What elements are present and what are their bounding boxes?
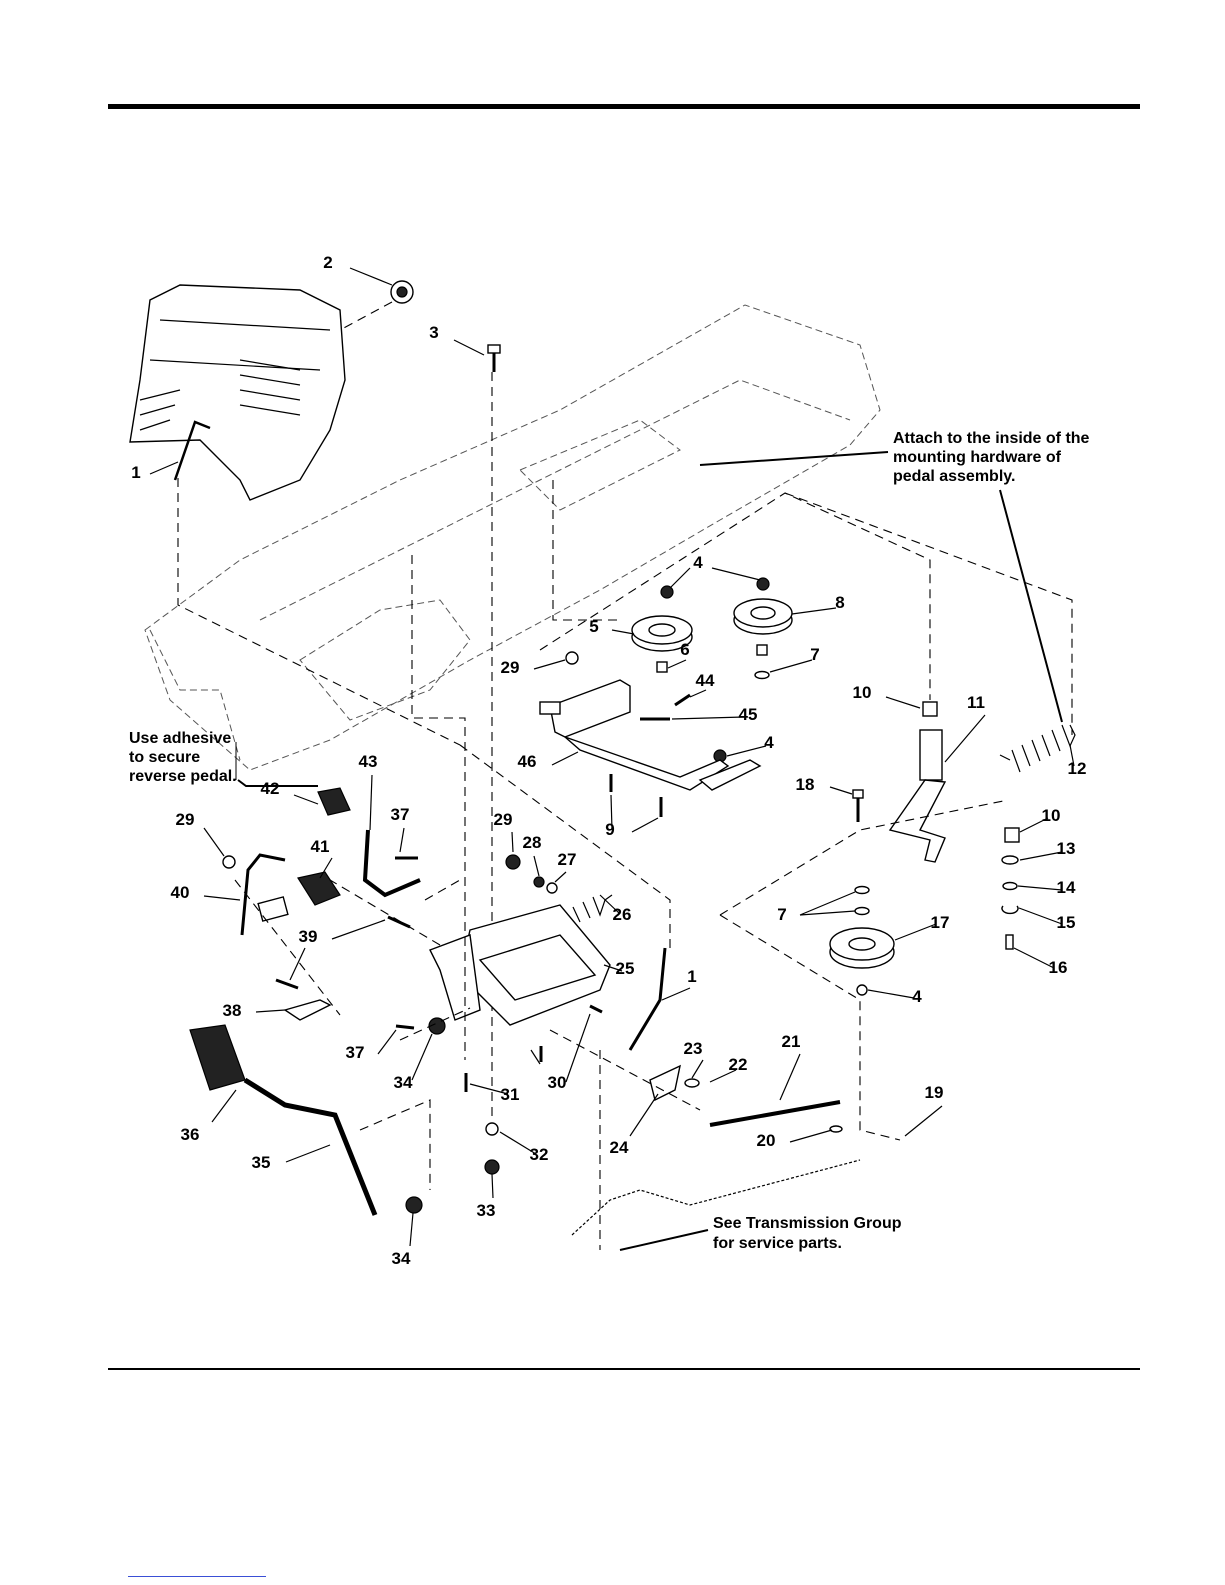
callout-9: 9	[605, 820, 614, 839]
note-transmission-line-2: for service parts.	[713, 1235, 842, 1252]
callout-17: 17	[931, 913, 950, 932]
callout-43: 43	[359, 752, 378, 771]
callout-27: 27	[558, 850, 577, 869]
callout-3: 3	[429, 323, 438, 342]
note-adhesive: Use adhesive to secure reverse pedal.	[129, 730, 237, 785]
callout-16: 16	[1049, 958, 1068, 977]
spring-12	[1000, 725, 1075, 772]
callout-12: 12	[1068, 759, 1087, 778]
callout-39: 39	[299, 927, 318, 946]
callout-44: 44	[696, 671, 715, 690]
note-adhesive-line-2: to secure	[129, 749, 200, 766]
callout-25: 25	[616, 959, 635, 978]
callout-34: 34	[392, 1249, 411, 1268]
callout-11: 11	[967, 693, 985, 712]
pulley-17	[830, 928, 894, 968]
callout-18: 18	[796, 775, 815, 794]
callout-37: 37	[346, 1043, 365, 1062]
callout-29: 29	[176, 810, 195, 829]
callout-10: 10	[853, 683, 872, 702]
callout-31: 31	[501, 1085, 520, 1104]
callout-34: 34	[394, 1073, 413, 1092]
note-adhesive-line-3: reverse pedal.	[129, 768, 237, 785]
callout-38: 38	[223, 1001, 242, 1020]
knob-2	[391, 281, 413, 303]
bottom-rule	[108, 1368, 1140, 1370]
pedal-lever-35	[245, 1080, 375, 1215]
note-attach-line-2: mounting hardware of	[893, 449, 1062, 466]
callout-42: 42	[261, 779, 280, 798]
callout-37: 37	[391, 805, 410, 824]
bracket-38	[285, 1000, 330, 1020]
callout-20: 20	[757, 1131, 776, 1150]
callout-8: 8	[835, 593, 844, 612]
callout-40: 40	[171, 883, 190, 902]
callout-21: 21	[782, 1032, 801, 1051]
callout-14: 14	[1057, 878, 1076, 897]
rod-21	[710, 1102, 840, 1125]
callout-4: 4	[912, 987, 922, 1006]
pedal-36	[190, 1025, 245, 1090]
pedal-pad-41	[298, 872, 340, 905]
callout-45: 45	[739, 705, 758, 724]
rod-43	[365, 830, 420, 895]
note-adhesive-line-1: Use adhesive	[129, 730, 231, 747]
callout-24: 24	[610, 1138, 629, 1157]
idler-arm-11	[890, 730, 945, 862]
callout-29: 29	[501, 658, 520, 677]
pulley-8	[734, 599, 792, 634]
bracket-46	[540, 680, 760, 790]
callout-36: 36	[181, 1125, 200, 1144]
callout-33: 33	[477, 1201, 496, 1220]
note-transmission: See Transmission Group for service parts…	[713, 1215, 902, 1252]
callout-4: 4	[693, 553, 703, 572]
callout-22: 22	[729, 1055, 748, 1074]
callout-7: 7	[810, 645, 819, 664]
callout-7: 7	[777, 905, 786, 924]
note-attach: Attach to the inside of the mounting har…	[893, 430, 1090, 485]
callout-26: 26	[613, 905, 632, 924]
callout-2: 2	[323, 253, 332, 272]
note-attach-line-3: pedal assembly.	[893, 468, 1015, 485]
callout-28: 28	[523, 833, 542, 852]
callout-19: 19	[925, 1083, 944, 1102]
note-transmission-line-1: See Transmission Group	[713, 1215, 902, 1232]
plate-24	[650, 1066, 680, 1100]
hood-part	[130, 285, 345, 500]
callout-1: 1	[131, 463, 140, 482]
pedal-mount-25	[430, 905, 610, 1025]
rod-1	[630, 948, 665, 1050]
pedal-pad-42	[318, 788, 350, 815]
callout-32: 32	[530, 1145, 549, 1164]
callout-13: 13	[1057, 839, 1076, 858]
hardware-nuts	[223, 578, 1019, 1213]
callout-15: 15	[1057, 913, 1076, 932]
footer-link-underline[interactable]	[128, 1576, 266, 1577]
callout-35: 35	[252, 1153, 271, 1172]
callout-41: 41	[311, 837, 330, 856]
callout-6: 6	[680, 640, 689, 659]
reverse-pedal-40	[242, 855, 288, 935]
callout-5: 5	[589, 617, 598, 636]
callout-29: 29	[494, 810, 513, 829]
note-attach-line-1: Attach to the inside of the	[893, 430, 1090, 447]
callout-10: 10	[1042, 806, 1061, 825]
bolt-3	[488, 345, 500, 372]
callout-1: 1	[687, 967, 696, 986]
callout-23: 23	[684, 1039, 703, 1058]
callout-4: 4	[764, 733, 774, 752]
callout-46: 46	[518, 752, 537, 771]
callout-30: 30	[548, 1073, 567, 1092]
